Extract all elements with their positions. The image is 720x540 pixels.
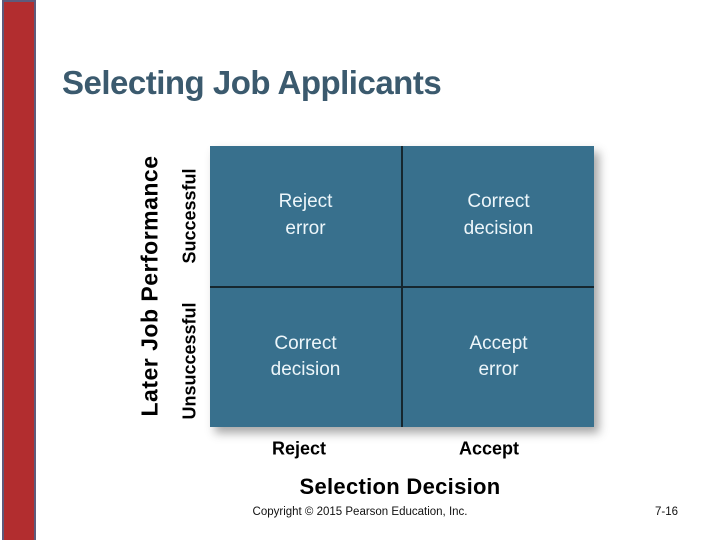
quadrant-correct-decision-bottom: Correct decision bbox=[210, 287, 401, 427]
x-axis-label: Selection Decision bbox=[299, 474, 501, 499]
quadrant-label: Correct decision bbox=[463, 191, 534, 239]
quadrant-grid: Reject error Correct decision Correct de… bbox=[210, 146, 594, 427]
y-axis-tick-unsuccessful: Unsuccessful bbox=[179, 302, 200, 420]
page-title: Selecting Job Applicants bbox=[62, 64, 442, 102]
y-axis-tick-successful: Successful bbox=[179, 168, 200, 264]
quadrant-reject-error: Reject error bbox=[210, 146, 401, 286]
quadrant-label: Correct decision bbox=[270, 332, 341, 381]
quadrant-label: Reject error bbox=[278, 191, 333, 239]
quadrant-label: Accept error bbox=[469, 332, 528, 381]
quadrant-correct-decision-top: Correct decision bbox=[403, 146, 594, 286]
x-axis-tick-reject: Reject bbox=[271, 438, 327, 459]
quadrant-accept-error: Accept error bbox=[403, 287, 594, 427]
accent-bar bbox=[2, 0, 36, 540]
y-axis-label: Later Job Performance bbox=[136, 155, 163, 417]
x-axis-tick-accept: Accept bbox=[458, 438, 520, 459]
footer-copyright: Copyright © 2015 Pearson Education, Inc. bbox=[252, 506, 468, 518]
page-number: 7-16 bbox=[654, 506, 678, 518]
